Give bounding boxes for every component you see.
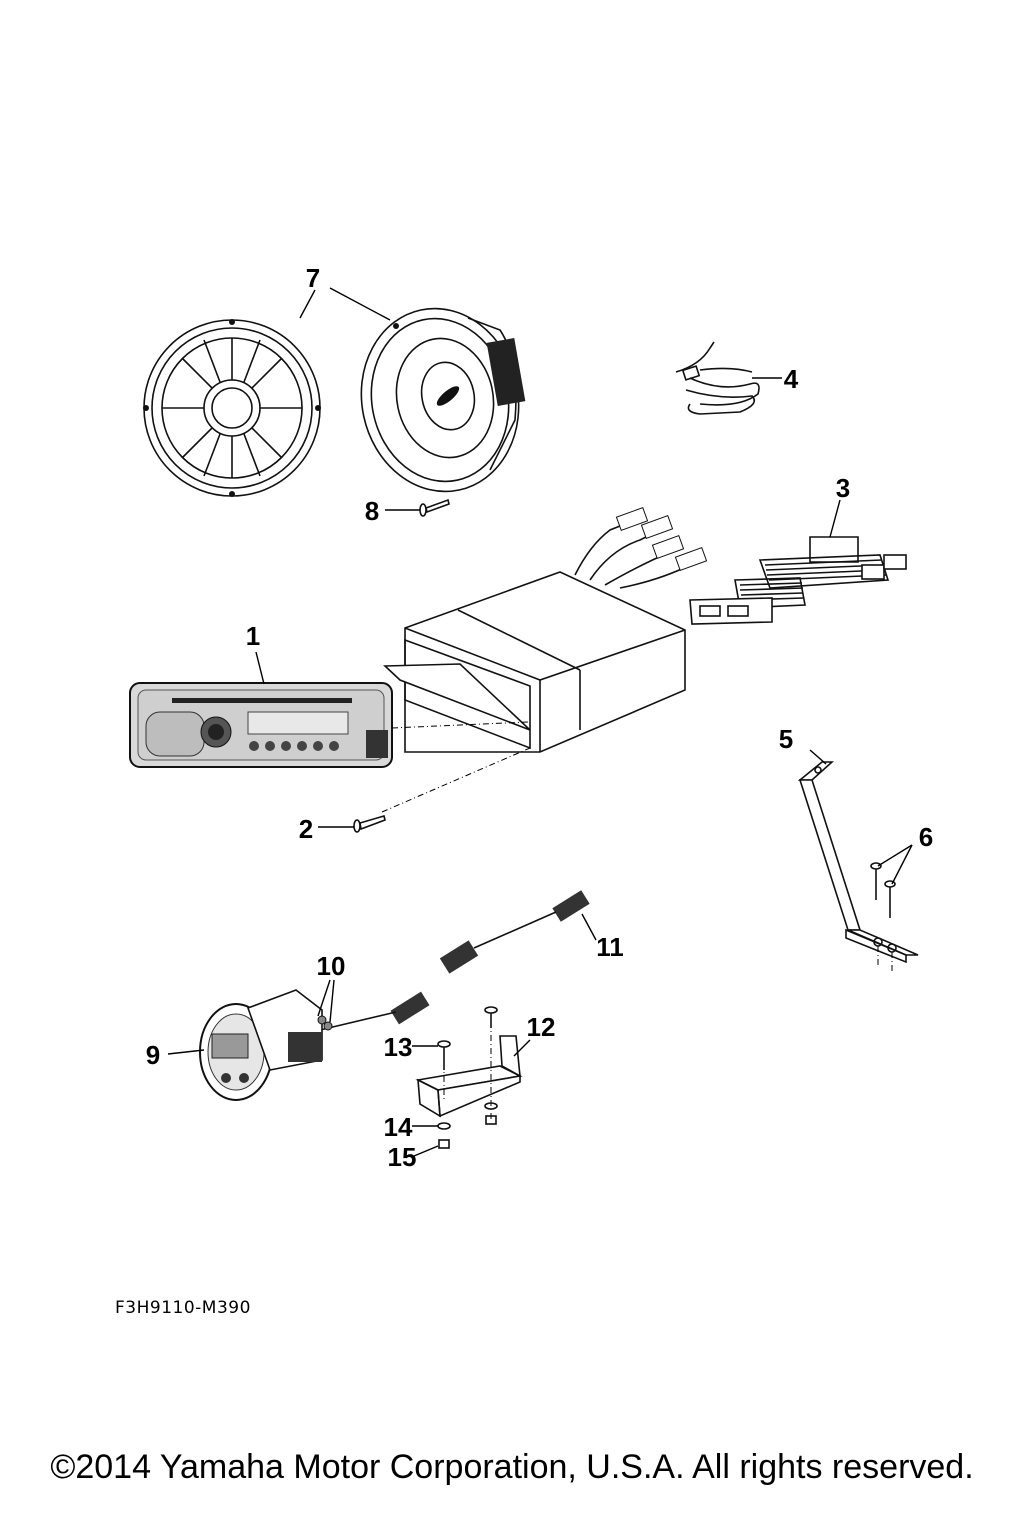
- leader-lines: [167, 287, 913, 1157]
- callout-13: 13: [384, 1032, 413, 1062]
- screws-part-6: [870, 862, 896, 918]
- wired-remote: [199, 989, 333, 1101]
- callout-2: 2: [299, 814, 313, 844]
- callout-9: 9: [146, 1040, 160, 1070]
- callout-12: 12: [527, 1012, 556, 1042]
- wiring-harness: [689, 536, 907, 625]
- stereo-chassis: [383, 506, 708, 753]
- screw-part-2: [353, 814, 386, 833]
- callout-8: 8: [365, 496, 379, 526]
- drawing-code: F3H9110-M390: [115, 1298, 251, 1318]
- callout-3: 3: [836, 473, 850, 503]
- copyright-notice: ©2014 Yamaha Motor Corporation, U.S.A. A…: [50, 1448, 974, 1486]
- extension-cable: [439, 890, 590, 974]
- callout-11: 11: [596, 932, 624, 962]
- callout-14: 14: [384, 1112, 413, 1142]
- callout-15: 15: [388, 1142, 417, 1172]
- callout-1: 1: [246, 621, 260, 651]
- callout-labels: 7 8 4 3 1 5 2 6 11 10 9 13 12 14 15: [146, 263, 933, 1172]
- mounting-bracket: [797, 761, 919, 972]
- remote-bracket: [415, 1022, 523, 1120]
- bolts-part-13: [437, 1006, 498, 1070]
- callout-10: 10: [317, 951, 346, 981]
- screw-part-8: [419, 498, 450, 517]
- stereo-head-unit: [129, 682, 393, 768]
- wire-harness-small: [675, 341, 760, 415]
- speaker-grille: [143, 319, 321, 497]
- callout-5: 5: [779, 724, 793, 754]
- callout-4: 4: [784, 364, 799, 394]
- speaker: [360, 307, 526, 493]
- callout-6: 6: [919, 822, 933, 852]
- remote-cable: [319, 991, 430, 1031]
- callout-7: 7: [306, 263, 320, 293]
- nuts-part-15: [438, 1115, 497, 1149]
